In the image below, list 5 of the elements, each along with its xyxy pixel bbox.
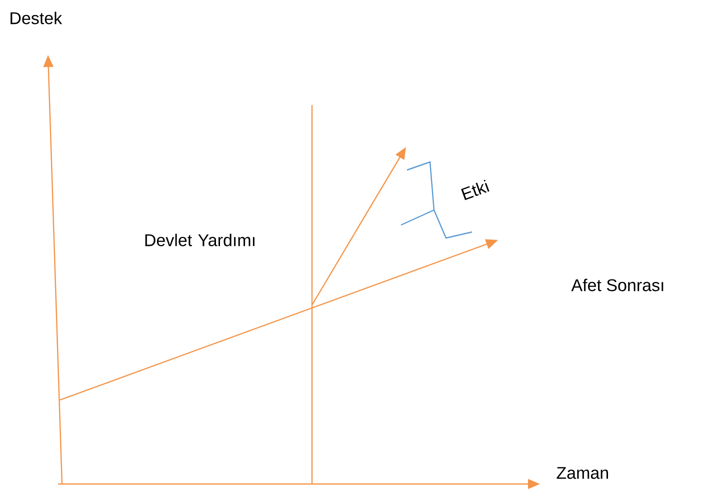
axis-label: Destek [10, 12, 62, 24]
brace-label: Etki [461, 180, 490, 200]
region-label: Devlet Yardımı [145, 234, 254, 246]
region-label: Afet Sonrası [571, 278, 664, 292]
axis-label: Zaman [556, 467, 608, 479]
